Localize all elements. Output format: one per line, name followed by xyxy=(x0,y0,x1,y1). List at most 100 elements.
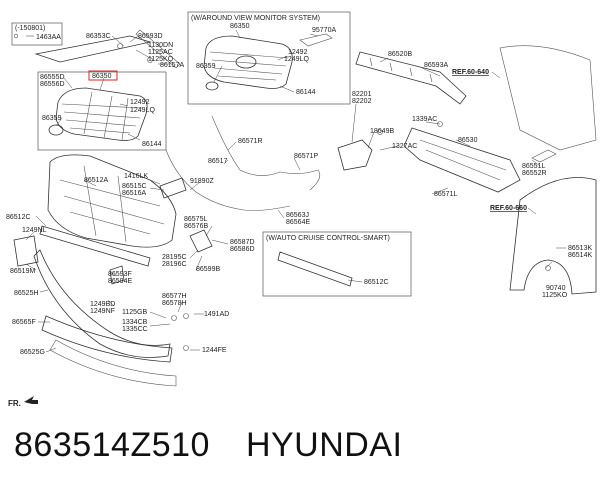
part-label: 86512A xyxy=(84,177,108,184)
part-label: 86513K xyxy=(568,245,592,252)
part-label: 1491AD xyxy=(204,311,229,318)
around-view-frame xyxy=(187,11,351,105)
part-label: 86359 xyxy=(196,63,216,70)
part-label: 1339AC xyxy=(412,116,437,123)
sensor-harness-drawing xyxy=(165,149,291,211)
direction-label: FR. xyxy=(8,399,21,408)
part-label: 86515C xyxy=(122,183,147,190)
side-marker-drawing xyxy=(531,149,557,163)
part-label: 1463AA xyxy=(36,34,61,41)
part-label: 86516A xyxy=(122,190,146,197)
part-label: 1335CC xyxy=(122,326,148,333)
part-label: 12492 xyxy=(130,99,150,106)
part-label: 86525G xyxy=(20,349,45,356)
date-note-frame xyxy=(11,22,63,46)
grille-frame xyxy=(37,71,167,151)
part-label: 86571R xyxy=(238,138,263,145)
bracket-drawing xyxy=(135,29,181,69)
part-label: 86556D xyxy=(40,81,65,88)
brand-name: HYUNDAI xyxy=(245,426,403,464)
part-labels: 1463AA 86353C 86593D 1130DN 1125AC 1125K… xyxy=(6,23,592,356)
part-label: 1125KO xyxy=(542,292,568,299)
license-bracket-drawing xyxy=(13,235,39,267)
part-label: 18649B xyxy=(370,128,394,135)
part-label: 86514K xyxy=(568,252,592,259)
part-label: 86576B xyxy=(184,223,208,230)
direction-arrow-icon xyxy=(24,396,38,404)
part-label: 90740 xyxy=(546,285,566,292)
upper-reinforcement-drawing xyxy=(355,51,467,105)
part-label: 86520B xyxy=(388,51,412,58)
part-label: 1334CB xyxy=(122,319,148,326)
part-label: 86512C xyxy=(6,214,31,221)
part-label: 86586D xyxy=(230,246,255,253)
part-label: 95770A xyxy=(312,27,336,34)
ref-label-1: REF.60-640 xyxy=(452,69,489,76)
part-label: 86519M xyxy=(10,268,35,275)
part-label: 86593D xyxy=(138,33,163,40)
part-label: 1244FE xyxy=(202,347,227,354)
part-label: 1125KQ xyxy=(148,56,174,63)
radiator-grille-drawing xyxy=(55,87,148,141)
part-label: 86593A xyxy=(424,62,448,69)
emblem-drawing xyxy=(48,124,64,136)
part-label: 86144 xyxy=(142,141,162,148)
fender-drawing xyxy=(509,177,597,295)
skid-plate-drawing xyxy=(41,315,173,363)
part-label: 86571L xyxy=(434,191,457,198)
part-label: 12492 xyxy=(288,49,308,56)
part-label: 86555D xyxy=(40,74,65,81)
part-label: 86359 xyxy=(42,115,62,122)
part-label: 86552R xyxy=(522,170,547,177)
part-label: 82201 xyxy=(352,91,372,98)
front-bumper-cover-drawing xyxy=(47,154,177,248)
part-label: 1416LK xyxy=(124,173,148,180)
part-label: 1249LQ xyxy=(130,107,155,114)
lower-garnish-drawing xyxy=(49,339,177,387)
bumper-beam-drawing xyxy=(403,127,521,193)
part-label: 86563J xyxy=(286,212,309,219)
part-label: 86593F xyxy=(108,271,132,278)
part-label: 86575L xyxy=(184,216,207,223)
part-label: 1249NF xyxy=(90,308,115,315)
part-label: 86565F xyxy=(12,319,36,326)
part-label: 86564E xyxy=(286,219,310,226)
part-label: 91890Z xyxy=(190,178,214,185)
part-label: 86578H xyxy=(162,300,187,307)
cruise-lower-grille-drawing xyxy=(277,251,353,287)
part-label: 86350 xyxy=(230,23,250,30)
exploded-parts-diagram: (-150801) (W/AROUND VIEW MONITOR SYSTEM)… xyxy=(6,11,597,408)
part-label: 86157A xyxy=(160,62,184,69)
part-label: 1249NL xyxy=(22,227,47,234)
part-label: 86350 xyxy=(92,73,112,80)
part-label: 1327AC xyxy=(392,143,417,150)
part-label: 1249LQ xyxy=(284,56,309,63)
around-view-grille-drawing xyxy=(203,33,333,91)
lower-grille-drawing xyxy=(39,225,151,267)
part-label: 1249BD xyxy=(90,301,115,308)
fastener-drawings xyxy=(13,33,551,351)
part-label: 28195C xyxy=(162,254,187,261)
part-label: 86512C xyxy=(364,279,389,286)
part-label: 86594E xyxy=(108,278,132,285)
ref-label-2: REF.60-660 xyxy=(490,205,527,212)
wiring-harness-drawing xyxy=(211,115,321,191)
highlight-marker xyxy=(88,70,118,81)
around-view-title: (W/AROUND VIEW MONITOR SYSTEM) xyxy=(191,15,320,22)
part-label: 86577H xyxy=(162,293,187,300)
fog-lamp-drawing xyxy=(337,139,373,171)
sensor-bracket-drawing xyxy=(159,177,187,199)
part-label: 86144 xyxy=(296,89,316,96)
side-bracket-drawing xyxy=(189,229,213,253)
cruise-title: (W/AUTO CRUISE CONTROL-SMART) xyxy=(266,235,390,242)
body-outline-drawing xyxy=(499,45,597,151)
part-label: 86353C xyxy=(86,33,111,40)
part-label: 1125GB xyxy=(122,309,147,316)
part-label: 1130DN xyxy=(148,42,173,49)
part-label: 86551L xyxy=(522,163,545,170)
part-label: 86517 xyxy=(208,158,228,165)
reflector-drawing xyxy=(109,265,125,285)
date-note-label: (-150801) xyxy=(15,25,45,32)
